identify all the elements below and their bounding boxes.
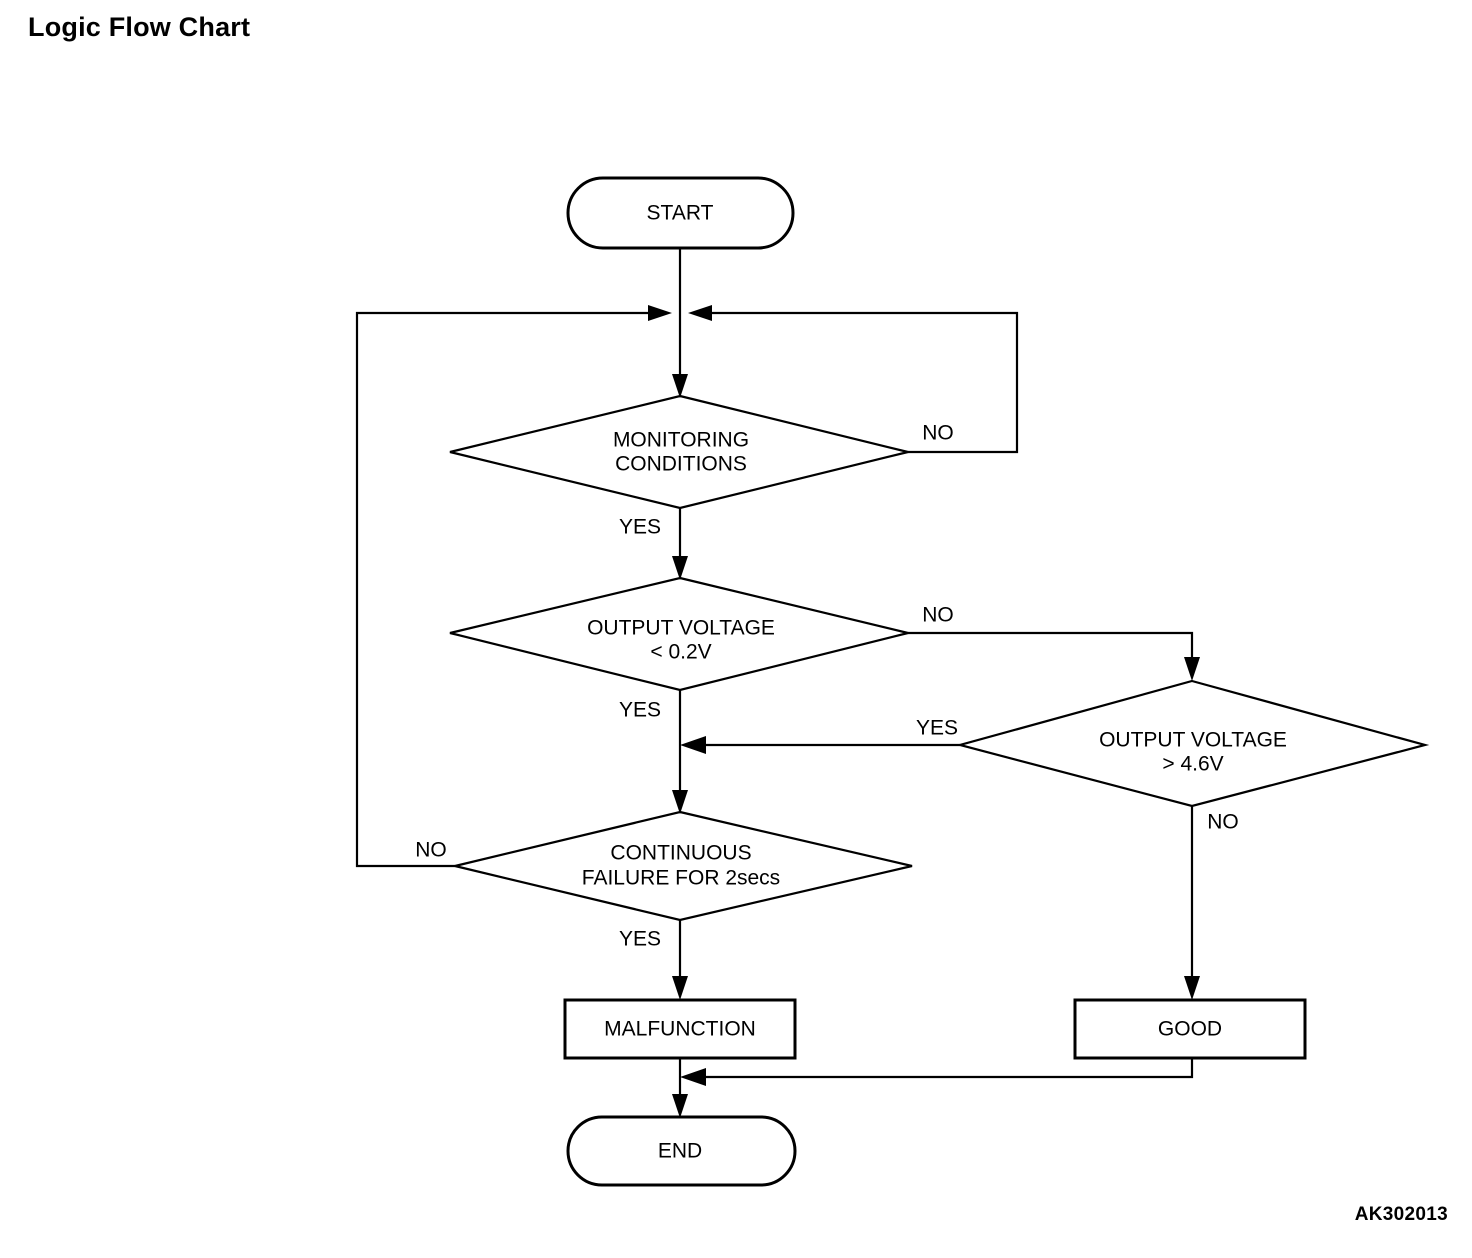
node-monitoring-conditions-label-line2: CONDITIONS [615,453,747,476]
node-start[interactable]: START [566,176,795,250]
connector-volt-low-yes [672,690,688,814]
connector-volt-high-no [1184,806,1200,1000]
connector-merge-to-monitoring [672,313,688,398]
node-end[interactable]: END [566,1115,797,1187]
node-start-label: START [647,202,714,225]
node-output-voltage-low[interactable]: OUTPUT VOLTAGE < 0.2V [449,576,909,692]
node-malfunction-label: MALFUNCTION [604,1018,756,1041]
node-output-voltage-low-label-line1: OUTPUT VOLTAGE [587,617,775,640]
node-continuous-failure-label-line2: FAILURE FOR 2secs [582,867,780,890]
edge-label-volt-low-no: NO [922,604,954,627]
edge-label-continuous-no: NO [415,839,447,862]
page-title: Logic Flow Chart [28,12,251,42]
node-monitoring-conditions[interactable]: MONITORING CONDITIONS [449,394,909,510]
edge-label-volt-high-yes: YES [916,717,958,740]
connector-monitoring-no-loop [688,305,1019,454]
edge-label-continuous-yes: YES [619,928,661,951]
node-good[interactable]: GOOD [1073,998,1307,1060]
node-continuous-failure[interactable]: CONTINUOUS FAILURE FOR 2secs [454,810,913,922]
connector-continuous-no-loop [355,305,672,868]
connector-continuous-yes [672,920,688,1000]
connector-monitoring-yes [672,508,688,580]
node-continuous-failure-label-line1: CONTINUOUS [610,842,751,865]
node-output-voltage-high[interactable]: OUTPUT VOLTAGE > 4.6V [955,679,1430,808]
node-good-label: GOOD [1158,1018,1222,1041]
edge-label-monitoring-yes: YES [619,516,661,539]
node-output-voltage-low-label-line2: < 0.2V [650,641,711,664]
edge-label-volt-low-yes: YES [619,699,661,722]
edge-label-monitoring-no: NO [922,422,954,445]
edge-label-volt-high-no: NO [1207,811,1239,834]
connector-malfunction-to-end [672,1058,688,1118]
node-output-voltage-high-label-line1: OUTPUT VOLTAGE [1099,729,1287,752]
node-end-label: END [658,1140,702,1163]
node-malfunction[interactable]: MALFUNCTION [563,998,797,1060]
node-output-voltage-high-label-line2: > 4.6V [1162,753,1223,776]
connector-good-to-end [680,1058,1194,1086]
connector-volt-low-no [908,631,1200,681]
node-monitoring-conditions-label-line1: MONITORING [613,429,749,452]
connector-volt-high-yes [680,736,960,754]
reference-code: AK302013 [1354,1204,1448,1225]
